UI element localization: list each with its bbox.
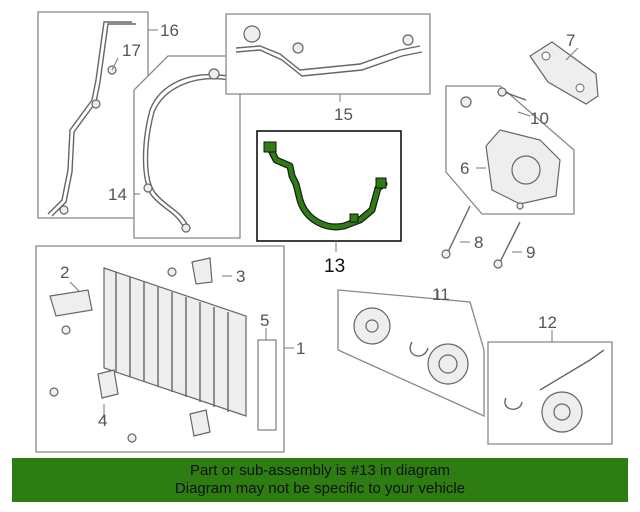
panel-pipe-16[interactable] bbox=[37, 11, 158, 219]
panel-pipe-15[interactable] bbox=[225, 13, 431, 102]
bolt-9[interactable] bbox=[493, 221, 522, 269]
callout-9[interactable]: 9 bbox=[526, 243, 535, 262]
callout-1[interactable]: 1 bbox=[296, 339, 305, 358]
bolt-8[interactable] bbox=[441, 205, 471, 259]
panel-hose-13[interactable] bbox=[256, 130, 402, 252]
callout-14[interactable]: 14 bbox=[108, 185, 127, 204]
callout-3[interactable]: 3 bbox=[236, 267, 245, 286]
panel-coil-12[interactable] bbox=[487, 330, 613, 445]
callout-13[interactable]: 13 bbox=[324, 256, 345, 277]
panel-condenser-1[interactable] bbox=[35, 245, 294, 453]
callout-5[interactable]: 5 bbox=[260, 311, 269, 330]
panel-clutch-11[interactable] bbox=[337, 289, 485, 418]
parts-diagram: 16 17 14 15 13 7 bbox=[35, 11, 613, 453]
callout-10[interactable]: 10 bbox=[530, 109, 549, 128]
panel-bracket-7[interactable] bbox=[529, 41, 599, 105]
callout-4[interactable]: 4 bbox=[98, 411, 107, 430]
panel-hose-14[interactable] bbox=[133, 55, 241, 239]
bolt-10[interactable] bbox=[497, 87, 531, 117]
banner-line-disclaimer: Diagram may not be specific to your vehi… bbox=[174, 480, 466, 497]
callout-7[interactable]: 7 bbox=[566, 31, 575, 50]
callout-16[interactable]: 16 bbox=[160, 21, 179, 40]
callout-11[interactable]: 11 bbox=[432, 285, 450, 304]
callout-2[interactable]: 2 bbox=[60, 263, 69, 282]
callout-12[interactable]: 12 bbox=[538, 313, 557, 332]
callout-6[interactable]: 6 bbox=[460, 159, 469, 178]
callout-8[interactable]: 8 bbox=[474, 233, 483, 252]
panel-compressor-6[interactable] bbox=[445, 85, 575, 215]
banner-line-part: Part or sub-assembly is #13 in diagram bbox=[189, 462, 451, 479]
callout-15[interactable]: 15 bbox=[334, 105, 353, 124]
info-banner: Part or sub-assembly is #13 in diagram D… bbox=[12, 458, 628, 502]
callout-17[interactable]: 17 bbox=[122, 41, 141, 60]
